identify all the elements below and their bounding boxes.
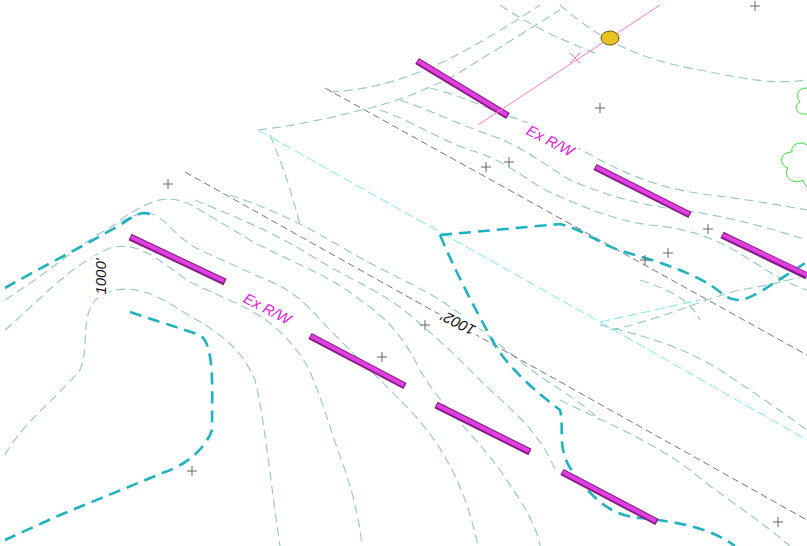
spot-mark [481, 162, 491, 172]
trees [782, 88, 807, 187]
fence-line [478, 5, 660, 125]
spot-mark [703, 224, 713, 234]
contour-line [258, 10, 560, 130]
contour-line [5, 212, 478, 546]
row-line [562, 472, 657, 522]
row-line [130, 237, 225, 282]
spot-mark [163, 179, 173, 189]
contour-line [560, 5, 807, 82]
major-contour [5, 312, 212, 540]
pavement-edge-line [258, 130, 807, 440]
row-line [596, 167, 689, 214]
contour-line [610, 275, 807, 330]
contour-line [400, 100, 807, 240]
tree-symbol [796, 88, 807, 114]
contour-line [5, 246, 362, 546]
spot-mark [640, 255, 650, 265]
contour-line [560, 400, 790, 546]
row-line [418, 61, 507, 115]
contour-line [120, 199, 540, 546]
elevation-label: 1000' [91, 255, 108, 297]
row-line [437, 405, 529, 451]
fence-mark [570, 53, 580, 63]
spot-mark [420, 320, 430, 330]
row-line [310, 336, 405, 386]
contour-line [5, 289, 280, 546]
elevation-label: 1002' [435, 306, 480, 340]
contour-lines [5, 5, 807, 546]
right-of-way-lines [130, 61, 807, 522]
row-line [417, 61, 508, 116]
spot-mark [663, 248, 673, 258]
pavement-edge-line [600, 300, 700, 322]
row-line [595, 167, 690, 215]
contour-line [270, 135, 300, 225]
row-line [723, 235, 807, 275]
contour-line [380, 110, 807, 290]
fence [478, 5, 660, 125]
contour-line [330, 5, 540, 92]
major-contours [5, 213, 807, 546]
contour-line [640, 280, 700, 320]
spot-mark [750, 1, 760, 11]
row-line [563, 472, 656, 521]
tree-symbol [782, 143, 807, 187]
contour-line [195, 200, 555, 470]
utility-pole [601, 31, 619, 45]
row-line [722, 235, 807, 276]
contour-line [500, 5, 600, 55]
spot-marks [163, 1, 783, 527]
row-line [131, 237, 224, 281]
centerlines [185, 88, 807, 520]
major-contour [5, 213, 155, 288]
right-of-way-fill [131, 61, 807, 521]
major-contour [440, 224, 807, 300]
row-line [436, 405, 530, 452]
major-contour [440, 235, 735, 546]
edge-of-pavement [258, 130, 807, 440]
spot-mark [504, 157, 514, 167]
spot-mark [187, 466, 197, 476]
spot-mark [377, 352, 387, 362]
centerline [325, 88, 807, 355]
row-line [311, 336, 404, 385]
contour-line [600, 325, 807, 430]
spot-mark [773, 517, 783, 527]
spot-mark [595, 103, 605, 113]
